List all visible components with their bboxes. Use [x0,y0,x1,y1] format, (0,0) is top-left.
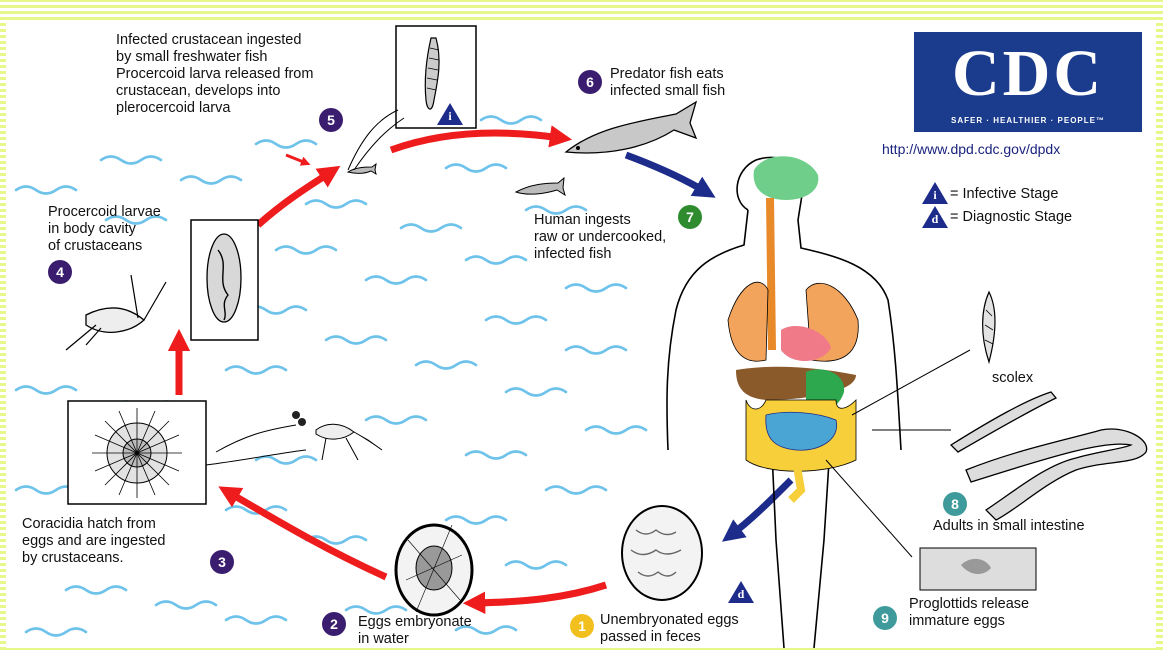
stage-6-label: Predator fish eats infected small fish [610,66,725,100]
arrow-icon [731,480,791,535]
stage-3-label: Coracidia hatch from eggs and are ingest… [22,516,166,567]
source-url-link[interactable]: http://www.dpd.cdc.gov/dpdx [882,141,1060,157]
arrow-icon [474,585,606,603]
cdc-logo-tagline: SAFER · HEALTHIER · PEOPLE™ [914,116,1142,125]
stage-1-badge: 1 [570,614,594,638]
stage-8-label: Adults in small intestine [933,518,1085,535]
lifecycle-diagram-frame: Infected crustacean ingested by small fr… [6,20,1156,648]
stage-5-label: Infected crustacean ingested by small fr… [116,32,313,117]
stage-7-label: Human ingests raw or undercooked, infect… [534,212,666,263]
coracidium-box [68,401,206,504]
stage-8-badge: 8 [943,492,967,516]
egg-unembryonated [622,506,702,600]
stage-2-badge: 2 [322,612,346,636]
stage-1-label: Unembryonated eggs passed in feces [600,612,739,646]
scolex-figure [983,292,995,362]
legend-diagnostic-label: = Diagnostic Stage [950,209,1072,226]
diagnostic-stage-icon: d [728,581,754,603]
proglottid-figure [920,548,1036,590]
stage-3-badge: 3 [210,550,234,574]
small-fish-icon [348,164,565,195]
scolex-label: scolex [992,370,1033,387]
cdc-logo-letters: CDC [914,36,1142,112]
legend-infective-label: = Infective Stage [950,186,1058,203]
procercoid-box [191,220,258,340]
cdc-logo: CDC SAFER · HEALTHIER · PEOPLE™ [914,32,1142,132]
arrow-icon [286,155,306,163]
infective-stage-icon: i [437,103,463,125]
stage-7-badge: 7 [678,205,702,229]
adult-worm-figure [951,392,1147,520]
organs [728,156,858,500]
stage-5-badge: 5 [319,108,343,132]
arrow-icon [626,155,706,192]
arrow-icon [258,172,331,225]
stage-2-label: Eggs embryonate in water [358,614,472,648]
stage-6-badge: 6 [578,70,602,94]
arrow-icon [228,492,386,577]
plerocercoid-box [396,26,476,128]
stage-4-badge: 4 [48,260,72,284]
stage-9-badge: 9 [873,606,897,630]
fish-icon [566,102,696,153]
legend-diagnostic-icon: d [922,206,948,228]
legend-infective-icon: i [922,182,948,204]
stage-4-label: Procercoid larvae in body cavity of crus… [48,204,161,255]
stage-9-label: Proglottids release immature eggs [909,596,1029,630]
egg-embryonated [396,525,472,615]
arrow-icon [391,133,561,150]
